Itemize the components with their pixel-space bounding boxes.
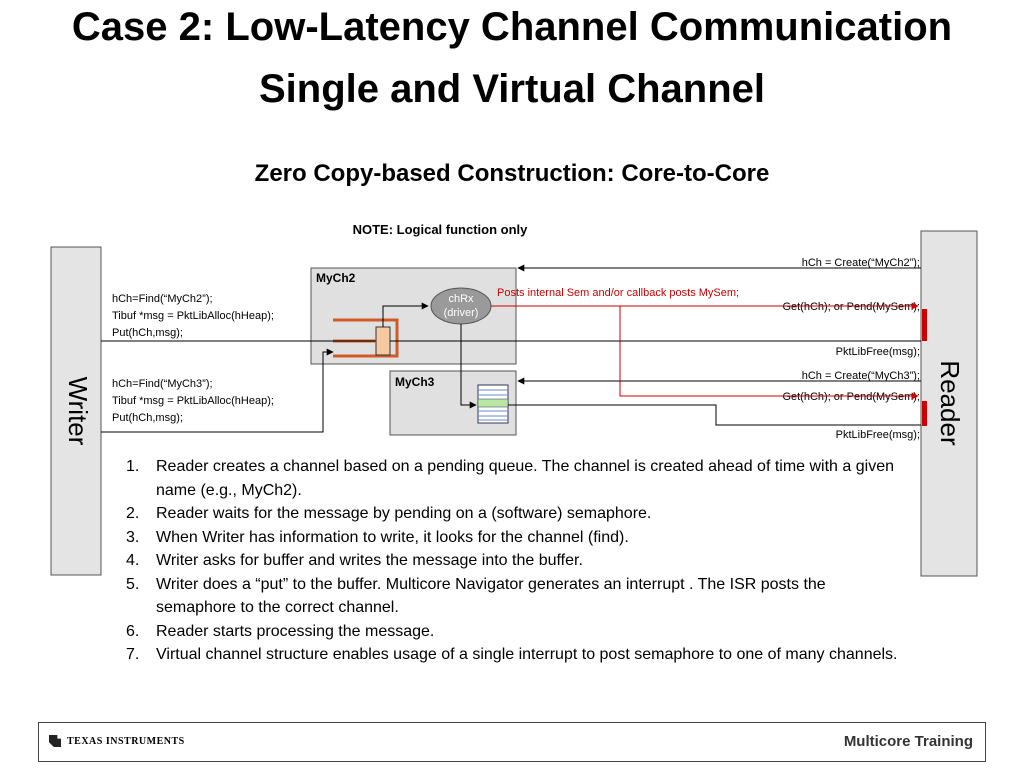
writer-code-line: Put(hCh,msg); — [112, 327, 183, 339]
channel-bracket — [333, 318, 399, 358]
writer-panel — [50, 246, 102, 576]
ti-logo: TEXAS INSTRUMENTS — [49, 735, 185, 747]
reader-pend-marker-2 — [922, 401, 927, 426]
reader-get-2: Get(hCh); or Pend(MySem); — [782, 391, 920, 403]
writer-code-mych3: hCh=Find(“MyCh3”); Tibuf *msg = PktLibAl… — [112, 378, 277, 424]
chrx-label-1: chRx — [448, 293, 474, 305]
step-number: 6. — [126, 622, 140, 640]
reader-label: Reader — [935, 360, 965, 446]
slide-footer: TEXAS INSTRUMENTS Multicore Training — [38, 722, 986, 762]
slide-title-line2: Single and Virtual Channel — [258, 67, 765, 111]
texas-state-icon — [49, 735, 61, 747]
slide-title-line1: Case 2: Low-Latency Channel Communicatio… — [71, 5, 953, 49]
reader-free-1: PktLibFree(msg); — [836, 346, 920, 358]
step-text: Virtual channel structure enables usage … — [156, 646, 898, 663]
connection-lines — [101, 264, 921, 433]
writer-label: Writer — [63, 377, 93, 446]
buffer-icon — [375, 326, 391, 356]
reader-get-1: Get(hCh); or Pend(MySem); — [782, 301, 920, 313]
reader-create-mych3: hCh = Create(“MyCh3”); — [802, 370, 920, 382]
step-item: 6. Reader starts processing the message. — [126, 620, 906, 644]
writer-code-mych2: hCh=Find(“MyCh2”); Tibuf *msg = PktLibAl… — [112, 293, 277, 339]
step-item: 1. Reader creates a channel based on a pe… — [126, 455, 906, 502]
step-number: 2. — [126, 505, 140, 522]
step-number: 4. — [126, 552, 140, 569]
footer-title: Multicore Training — [843, 733, 973, 750]
step-text: Reader waits for the message by pending … — [156, 505, 652, 522]
slide-subtitle: Zero Copy-based Construction: Core-to-Co… — [254, 160, 770, 187]
writer-code-line: Put(hCh,msg); — [112, 412, 183, 424]
posts-semaphore-note: Posts internal Sem and/or callback posts… — [497, 287, 739, 299]
steps-list: 1. Reader creates a channel based on a pe… — [126, 455, 906, 667]
writer-code-line: hCh=Find(“MyCh2”); — [112, 293, 213, 305]
step-text: Reader starts processing the message. — [156, 622, 435, 640]
writer-code-line: Tibuf *msg = PktLibAlloc(hHeap); — [112, 395, 274, 407]
mych2-label: MyCh2 — [316, 271, 356, 285]
mych3-label: MyCh3 — [395, 375, 435, 389]
queue-stack-icon — [477, 384, 509, 424]
reader-pend-marker-1 — [922, 309, 927, 341]
step-item: 3. When Writer has information to write, … — [126, 526, 906, 550]
writer-code-line: Tibuf *msg = PktLibAlloc(hHeap); — [112, 310, 274, 322]
step-number: 7. — [126, 646, 140, 663]
step-number: 3. — [126, 528, 140, 546]
step-number: 1. — [126, 458, 140, 475]
ti-logo-text: TEXAS INSTRUMENTS — [67, 735, 185, 747]
reader-code: hCh = Create(“MyCh2”); Get(hCh); or Pend… — [782, 257, 920, 441]
step-number: 5. — [126, 575, 140, 593]
step-item: 4. Writer asks for buffer and writes the … — [126, 549, 906, 573]
step-item: 2. Reader waits for the message by pendin… — [126, 502, 906, 526]
writer-code-line: hCh=Find(“MyCh3”); — [112, 378, 213, 390]
reader-free-2: PktLibFree(msg); — [836, 429, 920, 441]
reader-panel — [920, 230, 978, 577]
step-text: Writer asks for buffer and writes the me… — [156, 552, 583, 569]
step-text: Reader creates a channel based on a pend… — [156, 458, 894, 499]
step-item: 7. Virtual channel structure enables usag… — [126, 643, 906, 667]
chrx-label-2: (driver) — [444, 307, 479, 319]
step-item: 5. Writer does a “put” to the buffer. Mul… — [126, 573, 906, 620]
diagram-note: NOTE: Logical function only — [353, 222, 529, 237]
step-text: Writer does a “put” to the buffer. Multi… — [156, 575, 826, 617]
step-text: When Writer has information to write, it… — [156, 528, 629, 546]
reader-create-mych2: hCh = Create(“MyCh2”); — [802, 257, 920, 269]
semaphore-post-arrows — [491, 302, 919, 400]
